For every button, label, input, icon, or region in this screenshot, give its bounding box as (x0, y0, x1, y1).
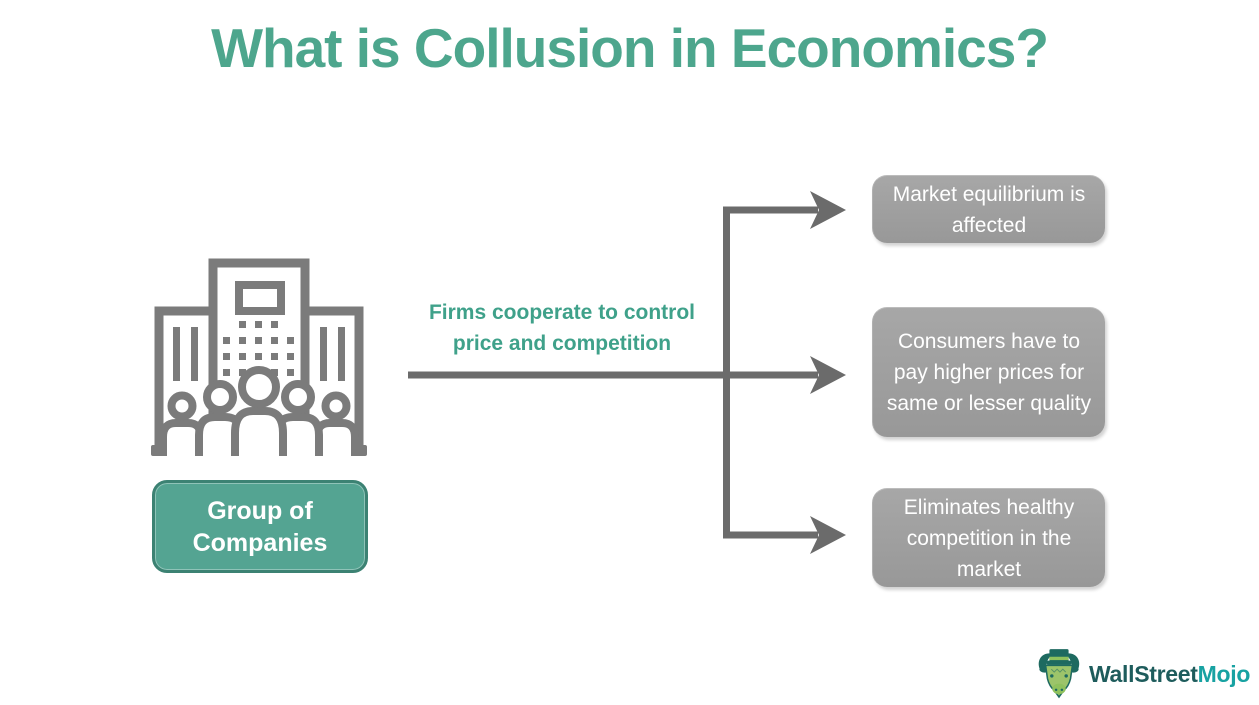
logo-text-mojo: Mojo (1197, 660, 1251, 687)
group-of-companies-icon (151, 258, 367, 456)
connector-arrows-icon (408, 191, 846, 554)
effect-label: Eliminates healthy competition in the ma… (903, 495, 1075, 581)
group-of-companies-label: Group of Companies (192, 496, 328, 557)
logo-wordmark: WallStreetMojo (1089, 661, 1250, 688)
effect-box-eliminates-competition: Eliminates healthy competition in the ma… (872, 488, 1105, 587)
page-title: What is Collusion in Economics? (211, 17, 1049, 79)
logo-text-wallstreet: WallStreet (1089, 660, 1198, 687)
effect-box-higher-prices: Consumers have to pay higher prices for … (872, 307, 1105, 437)
group-of-companies-box: Group of Companies (152, 480, 368, 573)
effect-label: Market equilibrium is affected (892, 182, 1086, 237)
arrow-caption: Firms cooperate to control price and com… (428, 301, 696, 355)
bull-mascot-icon (1038, 649, 1080, 699)
effect-label: Consumers have to pay higher prices for … (886, 330, 1092, 415)
wallstreetmojo-logo: WallStreetMojo (1036, 648, 1250, 700)
effect-box-market-equilibrium: Market equilibrium is affected (872, 175, 1105, 243)
